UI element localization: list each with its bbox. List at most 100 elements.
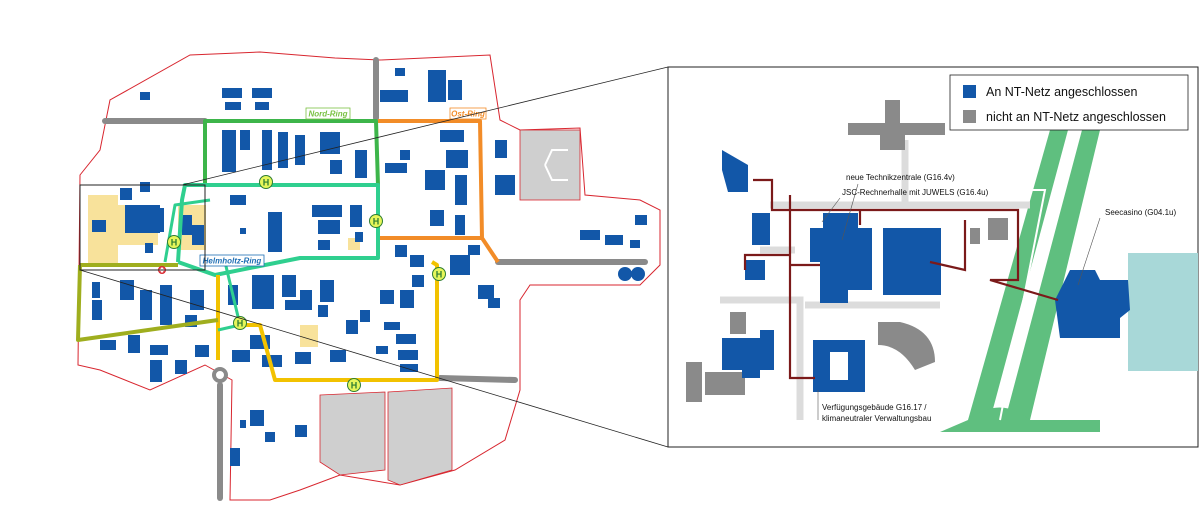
overview-building (355, 232, 363, 242)
annotation-leaders (817, 183, 1101, 420)
legend-label-connected: An NT-Netz angeschlossen (986, 85, 1138, 99)
bus-stop-icon: H (259, 175, 273, 189)
overview-building (400, 290, 414, 308)
svg-text:H: H (436, 270, 443, 280)
overview-building (250, 410, 264, 426)
bus-stop-icon: H (347, 378, 361, 392)
zoom-connector-top (181, 66, 669, 186)
building-west-4 (722, 338, 760, 378)
overview-building (400, 150, 410, 160)
helmholtz-ring-label: Helmholtz-Ring (203, 257, 262, 266)
overview-building (400, 364, 418, 372)
bus-stop-icon: H (233, 316, 247, 330)
overview-building (488, 298, 500, 308)
zoom-connector-bottom (79, 269, 669, 448)
bus-stop-icon: H (167, 235, 181, 249)
building-verfuegung (813, 340, 865, 392)
overview-building (92, 220, 106, 232)
detail-paths (720, 140, 1030, 420)
annotation-verfuegung-line2: klimaneutraler Verwaltungsbau (822, 414, 931, 423)
overview-building (318, 220, 340, 234)
overview-buildings (92, 68, 647, 466)
overview-building (412, 275, 424, 287)
overview-building (425, 170, 445, 190)
legend-swatch-not-connected (963, 110, 976, 123)
overview-building (446, 150, 468, 168)
campus-boundary (77, 51, 661, 501)
overview-building (252, 88, 272, 98)
bus-stop-icon: H (432, 267, 446, 281)
zoom-source-frame (79, 184, 206, 271)
overview-building (360, 310, 370, 322)
helmholtz-ring-label-bg (199, 254, 265, 267)
overview-building (240, 420, 246, 428)
overview-building (120, 188, 132, 200)
annotation-technikzentrale: neue Technikzentrale (G16.4v) (846, 173, 955, 182)
building-seecasino (1055, 270, 1130, 338)
overview-building (145, 243, 153, 253)
overview-building (410, 255, 424, 267)
overview-building (278, 132, 288, 168)
overview-building (580, 230, 600, 240)
overview-building (312, 205, 342, 217)
tank-1 (618, 267, 632, 281)
overview-building (140, 92, 150, 100)
roundabout (212, 367, 228, 383)
overview-building (285, 300, 303, 310)
west-route (76, 263, 219, 342)
overview-building (395, 245, 407, 257)
overview-building (384, 322, 400, 330)
overview-building (330, 160, 342, 174)
overview-building (160, 285, 172, 325)
overview-building (240, 130, 250, 150)
overview-building (478, 285, 494, 299)
detail-map: neue Technikzentrale (G16.4v) JSC-Rechne… (667, 66, 1199, 448)
overview-building (630, 240, 640, 248)
gray-area-hook (544, 149, 568, 181)
ost-ring-label: Ost-Ring (451, 110, 485, 119)
overview-building (430, 210, 444, 226)
nt-network (743, 178, 1059, 380)
gray-areas (319, 129, 581, 486)
overview-building (230, 195, 246, 205)
bus-stops: H H H H H H (167, 175, 446, 392)
overview-building (265, 432, 275, 442)
nord-ring-route (203, 119, 380, 186)
overview-building (320, 280, 334, 302)
overview-building (450, 255, 470, 275)
overview-building (440, 130, 464, 142)
overview-building (100, 340, 116, 350)
overview-building (150, 345, 168, 355)
overview-building (380, 90, 408, 102)
building-technikzentrale (810, 213, 872, 303)
overview-building (152, 208, 164, 232)
annotation-seecasino: Seecasino (G04.1u) (1105, 208, 1176, 217)
overview-building (222, 88, 242, 98)
overview-building (150, 360, 162, 382)
overview-building (605, 235, 623, 245)
overview-building (190, 290, 204, 310)
overview-building (140, 182, 150, 192)
svg-text:H: H (351, 381, 358, 391)
overview-building (376, 346, 388, 354)
overview-building (350, 205, 362, 227)
overview-building (240, 228, 246, 234)
overview-building (192, 225, 204, 245)
overview-building (468, 245, 480, 255)
nord-ring-label: Nord-Ring (308, 110, 347, 119)
grass-bend (940, 407, 1100, 432)
ost-ring-label-bg (449, 107, 487, 120)
path-line (999, 189, 1047, 421)
overview-building (140, 290, 152, 320)
overview-building (295, 352, 311, 364)
overview-building (380, 290, 394, 304)
overview-building (355, 150, 367, 178)
svg-text:H: H (237, 319, 244, 329)
overview-building (92, 282, 100, 298)
bus-stop-icon: H (369, 214, 383, 228)
overview-building (495, 175, 515, 195)
legend-swatch-connected (963, 85, 976, 98)
overview-building (268, 212, 282, 252)
south-route (216, 260, 439, 382)
